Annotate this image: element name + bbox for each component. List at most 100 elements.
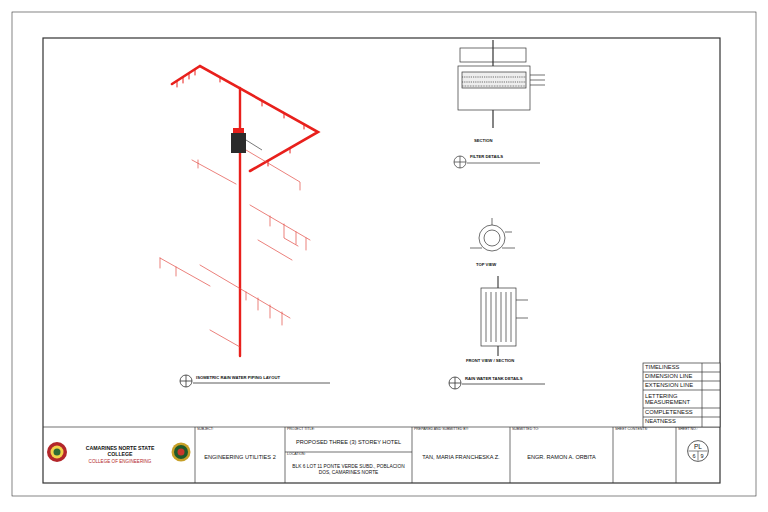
- view-title-symbol-part: [180, 375, 192, 387]
- piping-isometric-part-part: [258, 240, 292, 260]
- piping-isometric-part: [304, 124, 305, 129]
- field-header: LOCATION:: [287, 453, 306, 457]
- piping-isometric-part-part: [296, 232, 297, 244]
- circle-outline-shape: [688, 441, 709, 462]
- tank-front-section-part: [497, 346, 498, 356]
- view-caption: TOP VIEW: [476, 263, 516, 267]
- piping-isometric-part-part: [282, 312, 283, 325]
- tank-front-section: [481, 276, 528, 356]
- view-title-symbol-part: [449, 383, 461, 384]
- sheet-number-text: PL: [687, 442, 709, 451]
- field-value: ENGINEERING UTILITIES 2: [204, 454, 276, 460]
- field-value: BLK 6 LOT 11 PONTE VERDE SUBD., POBLACIO…: [288, 464, 409, 475]
- piping-isometric-part: [284, 113, 285, 118]
- filter-section-part: [492, 40, 493, 66]
- piping-isometric-part-part: [160, 258, 161, 268]
- grading-table: [643, 363, 720, 427]
- sheet-number-text: 9: [698, 452, 706, 460]
- piping-isometric-part-part: [160, 258, 210, 286]
- field-value: ENGR. RAMON A. ORBITA: [527, 454, 596, 460]
- filter-section-part: [454, 162, 466, 163]
- sheet-contents-cell: SHEET CONTENTS:: [613, 427, 676, 483]
- grading-criterion: EXTENSION LINE: [645, 381, 702, 390]
- field-header: PREPARED AND SUBMITTED BY:: [414, 428, 469, 432]
- piping-isometric-part-part: [306, 238, 307, 250]
- piping-isometric-part-part: [192, 160, 236, 184]
- piping-isometric-part-part: [198, 160, 199, 168]
- grading-criterion: LETTERING MEASUREMENT: [645, 390, 701, 408]
- cell-text: COLLEGE OF ENGINEERING: [89, 459, 152, 464]
- piping-isometric-part: [177, 81, 178, 87]
- tank-top-view: [470, 218, 515, 251]
- title-block-grid-part: [195, 427, 196, 483]
- piping-isometric-part-part: [284, 224, 298, 246]
- view-title-symbol: [449, 377, 545, 389]
- filter-section-part: [530, 85, 545, 86]
- sheet-number-cell: SHEET NO.:PL69: [676, 427, 720, 483]
- circle-divider: [698, 451, 699, 461]
- location-cell: LOCATION: BLK 6 LOT 11 PONTE VERDE SUBD.,…: [285, 452, 412, 483]
- sheet-border-part: [12, 12, 756, 496]
- piping-isometric-part: [160, 150, 310, 347]
- prepared-by-cell: PREPARED AND SUBMITTED BY:TAN, MARIA FRA…: [412, 427, 510, 483]
- sheet-number-circle: PL69: [687, 440, 709, 462]
- tank-top-view-part: [505, 232, 512, 233]
- tank-front-section-part: [511, 292, 512, 342]
- tank-front-section-part: [481, 288, 516, 346]
- title-block-grid-part: [613, 427, 614, 483]
- piping-isometric-part-part: [176, 267, 177, 276]
- tank-front-section-part: [496, 292, 497, 342]
- engineering-logo: [172, 443, 191, 462]
- piping-isometric-part-part: [210, 330, 240, 347]
- view-caption: SECTION: [474, 139, 514, 143]
- piping-isometric-part-part: [246, 150, 300, 190]
- title-block-grid-part: [285, 427, 286, 483]
- grading-criterion: COMPLETENESS: [645, 408, 702, 417]
- college-logo-part: [51, 446, 64, 459]
- engineering-logo-part: [178, 449, 185, 456]
- school-cell: CAMARINES NORTE STATE COLLEGECOLLEGE OF …: [70, 430, 170, 480]
- tank-top-view-part: [492, 218, 493, 225]
- tank-top-view-part: [502, 248, 515, 249]
- tank-front-section-part: [491, 292, 492, 342]
- piping-isometric-part-part: [270, 305, 271, 318]
- tank-front-section-part: [516, 300, 528, 301]
- title-block-grid-part: [412, 427, 413, 483]
- cell-body: ENGINEERING UTILITIES 2: [195, 432, 285, 483]
- field-header: SUBMITTED TO:: [512, 428, 539, 432]
- grading-criterion: DIMENSION LINE: [645, 372, 702, 381]
- submitted-to-cell: SUBMITTED TO: ENGR. RAMON A. ORBITA: [510, 427, 613, 483]
- grading-table-part: [643, 408, 720, 409]
- cell-text: CAMARINES NORTE STATE COLLEGE: [73, 446, 167, 458]
- grading-criterion: TIMELINESS: [645, 363, 702, 372]
- filter-section-part: [530, 75, 545, 76]
- view-title: ISOMETRIC RAIN WATER PIPING LAYOUT: [196, 376, 332, 380]
- college-logo-part: [47, 442, 67, 462]
- filter-section-part: [462, 77, 526, 78]
- view-title-symbol-part: [180, 381, 192, 382]
- title-block-grid-part: [676, 427, 677, 483]
- filter-section-part: [462, 82, 526, 83]
- piping-isometric-part: [195, 69, 196, 75]
- engineering-logo-part: [174, 445, 188, 459]
- piping-isometric-part-part: [258, 298, 259, 310]
- piping-isometric: [160, 66, 318, 356]
- grading-table-part: [643, 417, 720, 418]
- piping-isometric-part-part: [270, 216, 271, 226]
- view-title-symbol-part: [462, 384, 545, 385]
- filter-section: [454, 40, 545, 168]
- cell-body: TAN, MARIA FRANCHESKA Z.: [412, 432, 510, 483]
- field-header: SHEET CONTENTS:: [615, 428, 648, 432]
- piping-isometric-part: [189, 73, 190, 79]
- tank-front-section-part: [486, 292, 487, 342]
- tank-front-section-part: [501, 292, 502, 342]
- filter-section-part: [458, 66, 530, 110]
- project-cell: PROJECT TITLE:PROPOSED THREE (3) STOREY …: [285, 427, 412, 483]
- view-caption: FRONT VIEW / SECTION: [466, 359, 536, 363]
- college-logo: [47, 442, 67, 462]
- piping-isometric-part: [290, 148, 291, 153]
- piping-isometric-part-part: [200, 265, 290, 318]
- piping-isometric-part: [183, 77, 184, 83]
